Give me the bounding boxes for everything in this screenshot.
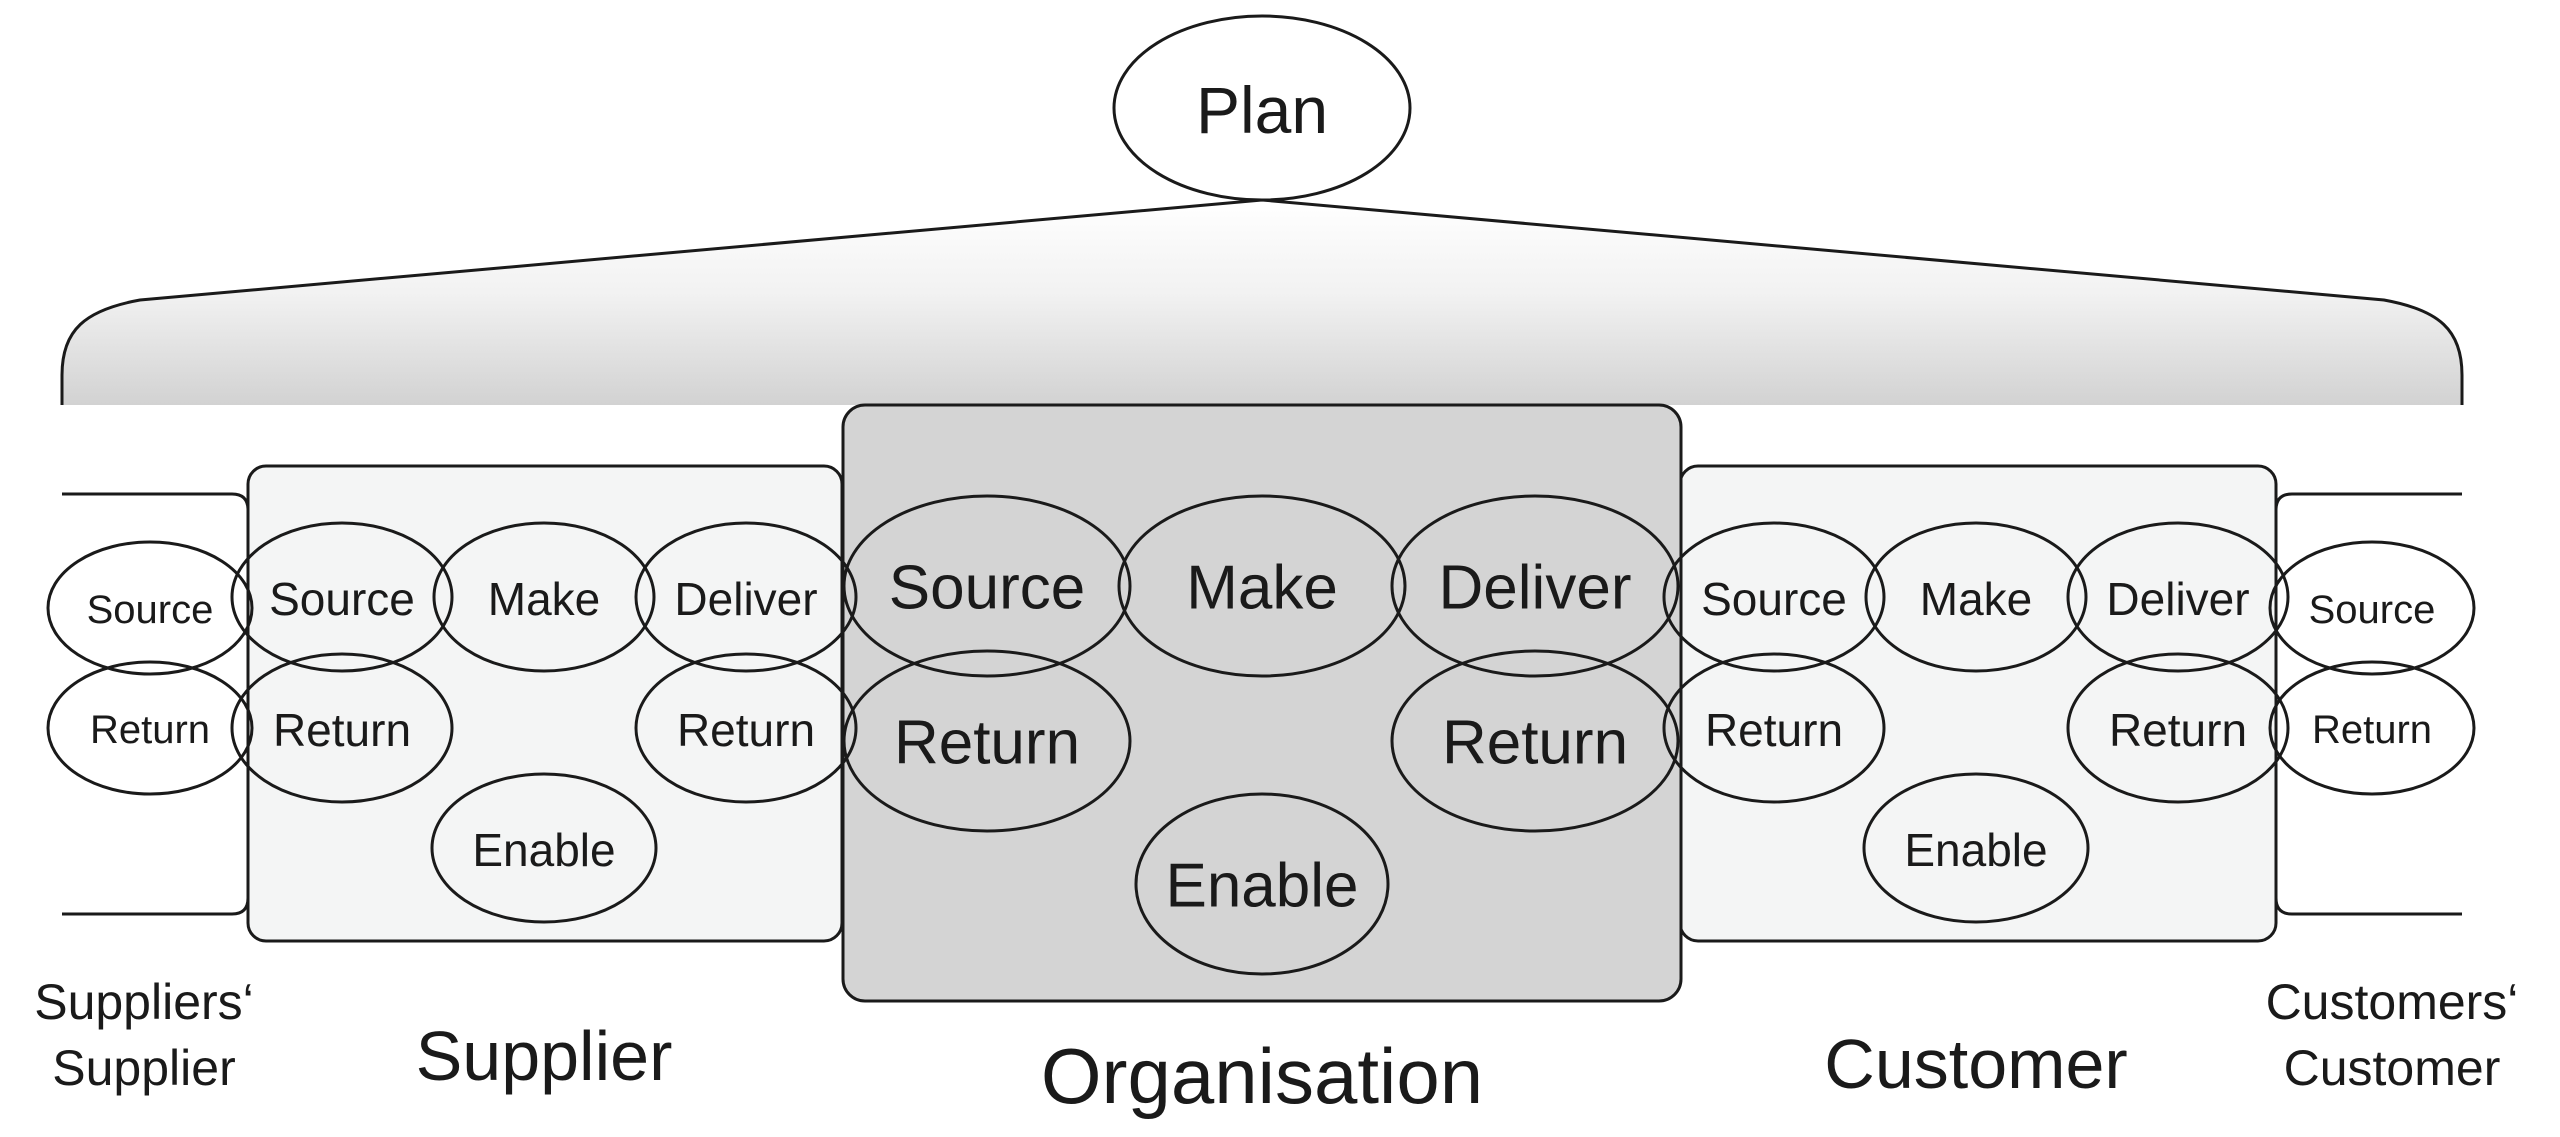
customers-customer-source-label: Source xyxy=(2309,588,2436,632)
supplier-return-right-ellipse xyxy=(634,652,858,804)
customer-enable-ellipse xyxy=(1862,772,2090,924)
supplier-deliver-ellipse xyxy=(634,521,858,673)
supplier-source-ellipse xyxy=(230,521,454,673)
supplier-label: Supplier xyxy=(416,1017,673,1095)
organisation-source-ellipse xyxy=(842,494,1132,678)
supplier-make-ellipse xyxy=(432,521,656,673)
organisation-make-label: Make xyxy=(1186,554,1338,623)
customer-return-right-ellipse xyxy=(2066,652,2290,804)
supplier-enable-ellipse xyxy=(430,772,658,924)
suppliers-supplier-label-line1: Suppliers‘ xyxy=(34,974,254,1030)
supplier-enable-label: Enable xyxy=(472,824,615,876)
organisation-make-ellipse xyxy=(1117,494,1407,678)
supplier-source-label: Source xyxy=(269,573,415,625)
supplier-return-left-ellipse xyxy=(230,652,454,804)
supplier-return-left-label: Return xyxy=(273,704,411,756)
plan-label: Plan xyxy=(1196,73,1328,147)
suppliers-supplier-return-ellipse xyxy=(46,660,254,796)
organisation-deliver-label: Deliver xyxy=(1439,554,1632,623)
organisation-enable-label: Enable xyxy=(1165,852,1358,921)
customer-make-label: Make xyxy=(1920,573,2032,625)
suppliers-supplier-bound xyxy=(62,492,250,916)
customers-customer-return-label: Return xyxy=(2312,708,2432,752)
organisation-return-left-ellipse xyxy=(842,649,1132,833)
customer-deliver-label: Deliver xyxy=(2106,573,2249,625)
supplier-make-label: Make xyxy=(488,573,600,625)
organisation-return-right-label: Return xyxy=(1442,709,1628,778)
customer-source-ellipse xyxy=(1662,521,1886,673)
suppliers-supplier-label-line2: Supplier xyxy=(52,1040,235,1096)
customers-customer-label-line2: Customer xyxy=(2284,1040,2501,1096)
organisation-source-label: Source xyxy=(889,554,1085,623)
plan-bracket xyxy=(62,200,2462,405)
customer-return-left-ellipse xyxy=(1662,652,1886,804)
suppliers-supplier-source-ellipse xyxy=(46,540,254,676)
supplier-return-right-label: Return xyxy=(677,704,815,756)
customers-customer-source-ellipse xyxy=(2268,540,2476,676)
supplier-deliver-label: Deliver xyxy=(674,573,817,625)
plan-node xyxy=(1112,14,1412,202)
customer-return-left-label: Return xyxy=(1705,704,1843,756)
organisation-label: Organisation xyxy=(1041,1032,1483,1120)
organisation-deliver-ellipse xyxy=(1390,494,1680,678)
organisation-return-left-label: Return xyxy=(894,709,1080,778)
customer-deliver-ellipse xyxy=(2066,521,2290,673)
customer-enable-label: Enable xyxy=(1904,824,2047,876)
suppliers-supplier-source-label: Source xyxy=(87,588,214,632)
suppliers-supplier-return-label: Return xyxy=(90,708,210,752)
customer-return-right-label: Return xyxy=(2109,704,2247,756)
organisation-box xyxy=(841,403,1683,1003)
customers-customer-label-line1: Customers‘ xyxy=(2266,974,2519,1030)
customer-make-ellipse xyxy=(1864,521,2088,673)
organisation-return-right-ellipse xyxy=(1390,649,1680,833)
organisation-enable-ellipse xyxy=(1134,792,1390,976)
customer-source-label: Source xyxy=(1701,573,1847,625)
customers-customer-return-ellipse xyxy=(2268,660,2476,796)
customer-label: Customer xyxy=(1824,1025,2127,1103)
